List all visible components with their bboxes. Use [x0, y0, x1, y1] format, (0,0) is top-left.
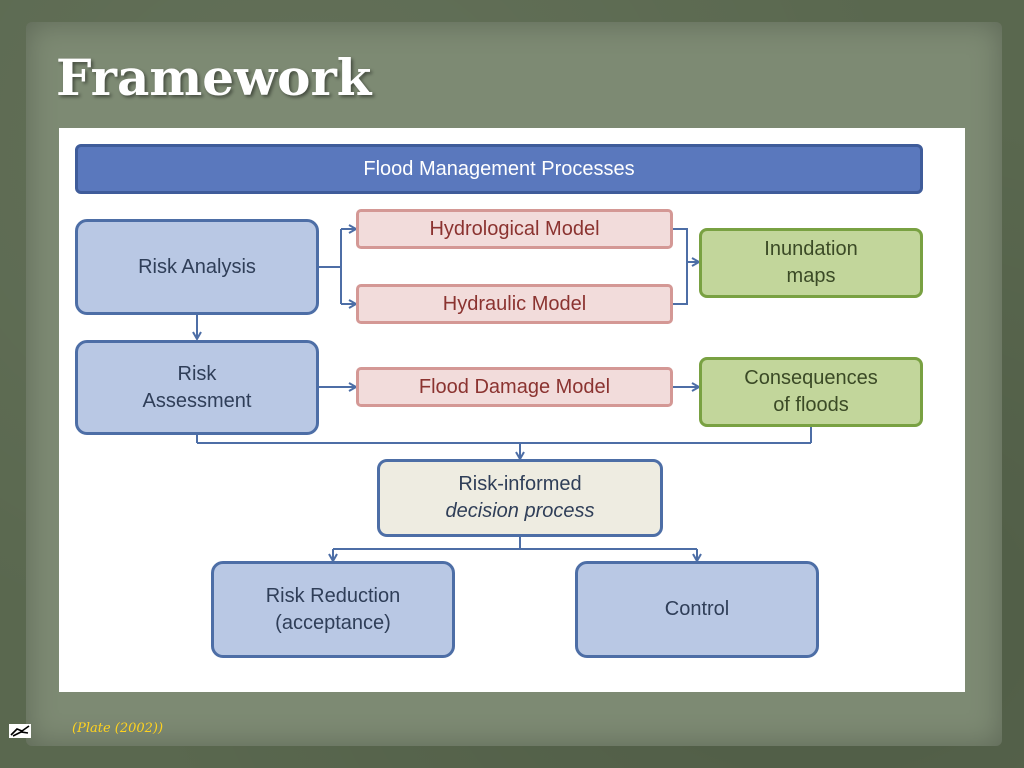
- risk-reduction-label-line1: Risk Reduction: [265, 584, 401, 607]
- risk-reduction-label-line2: (acceptance): [275, 611, 391, 634]
- diagram-panel: Flood Management Processes Risk Analysis…: [59, 128, 965, 692]
- inundation-label-line1: Inundation: [764, 238, 858, 260]
- decision-label-line1: Risk-informed: [458, 473, 582, 495]
- inundation-label-line2: maps: [786, 265, 836, 287]
- hand-pointer-icon: [9, 724, 31, 738]
- citation-text: (Plate (2002)): [72, 721, 164, 736]
- control-box: Control: [575, 561, 819, 658]
- header-label: Flood Management Processes: [363, 157, 635, 180]
- hydrological-model-label: Hydrological Model: [429, 217, 600, 240]
- hydraulic-model-box: Hydraulic Model: [356, 284, 673, 324]
- control-label: Control: [664, 598, 730, 620]
- risk-assessment-label-line2: Assessment: [142, 389, 252, 412]
- risk-assessment-box: Risk Assessment: [75, 340, 319, 435]
- consequences-label-line1: Consequences: [744, 367, 878, 389]
- risk-analysis-label: Risk Analysis: [138, 255, 256, 278]
- risk-reduction-box: Risk Reduction (acceptance): [211, 561, 455, 658]
- decision-process-box: Risk-informed decision process: [377, 459, 663, 537]
- hydraulic-model-label: Hydraulic Model: [442, 292, 587, 315]
- decision-label-line2: decision process: [445, 500, 595, 522]
- risk-assessment-label-line1: Risk: [177, 362, 217, 385]
- flood-damage-model-label: Flood Damage Model: [418, 375, 611, 398]
- inundation-maps-box: Inundation maps: [699, 228, 923, 298]
- flood-management-header: Flood Management Processes: [75, 144, 923, 194]
- consequences-box: Consequences of floods: [699, 357, 923, 427]
- risk-analysis-box: Risk Analysis: [75, 219, 319, 315]
- slide-title: Framework: [56, 48, 372, 107]
- flood-damage-model-box: Flood Damage Model: [356, 367, 673, 407]
- consequences-label-line2: of floods: [773, 394, 849, 416]
- connector-hydrological-out: [673, 228, 688, 305]
- hydrological-model-box: Hydrological Model: [356, 209, 673, 249]
- connector-lines: [59, 128, 812, 692]
